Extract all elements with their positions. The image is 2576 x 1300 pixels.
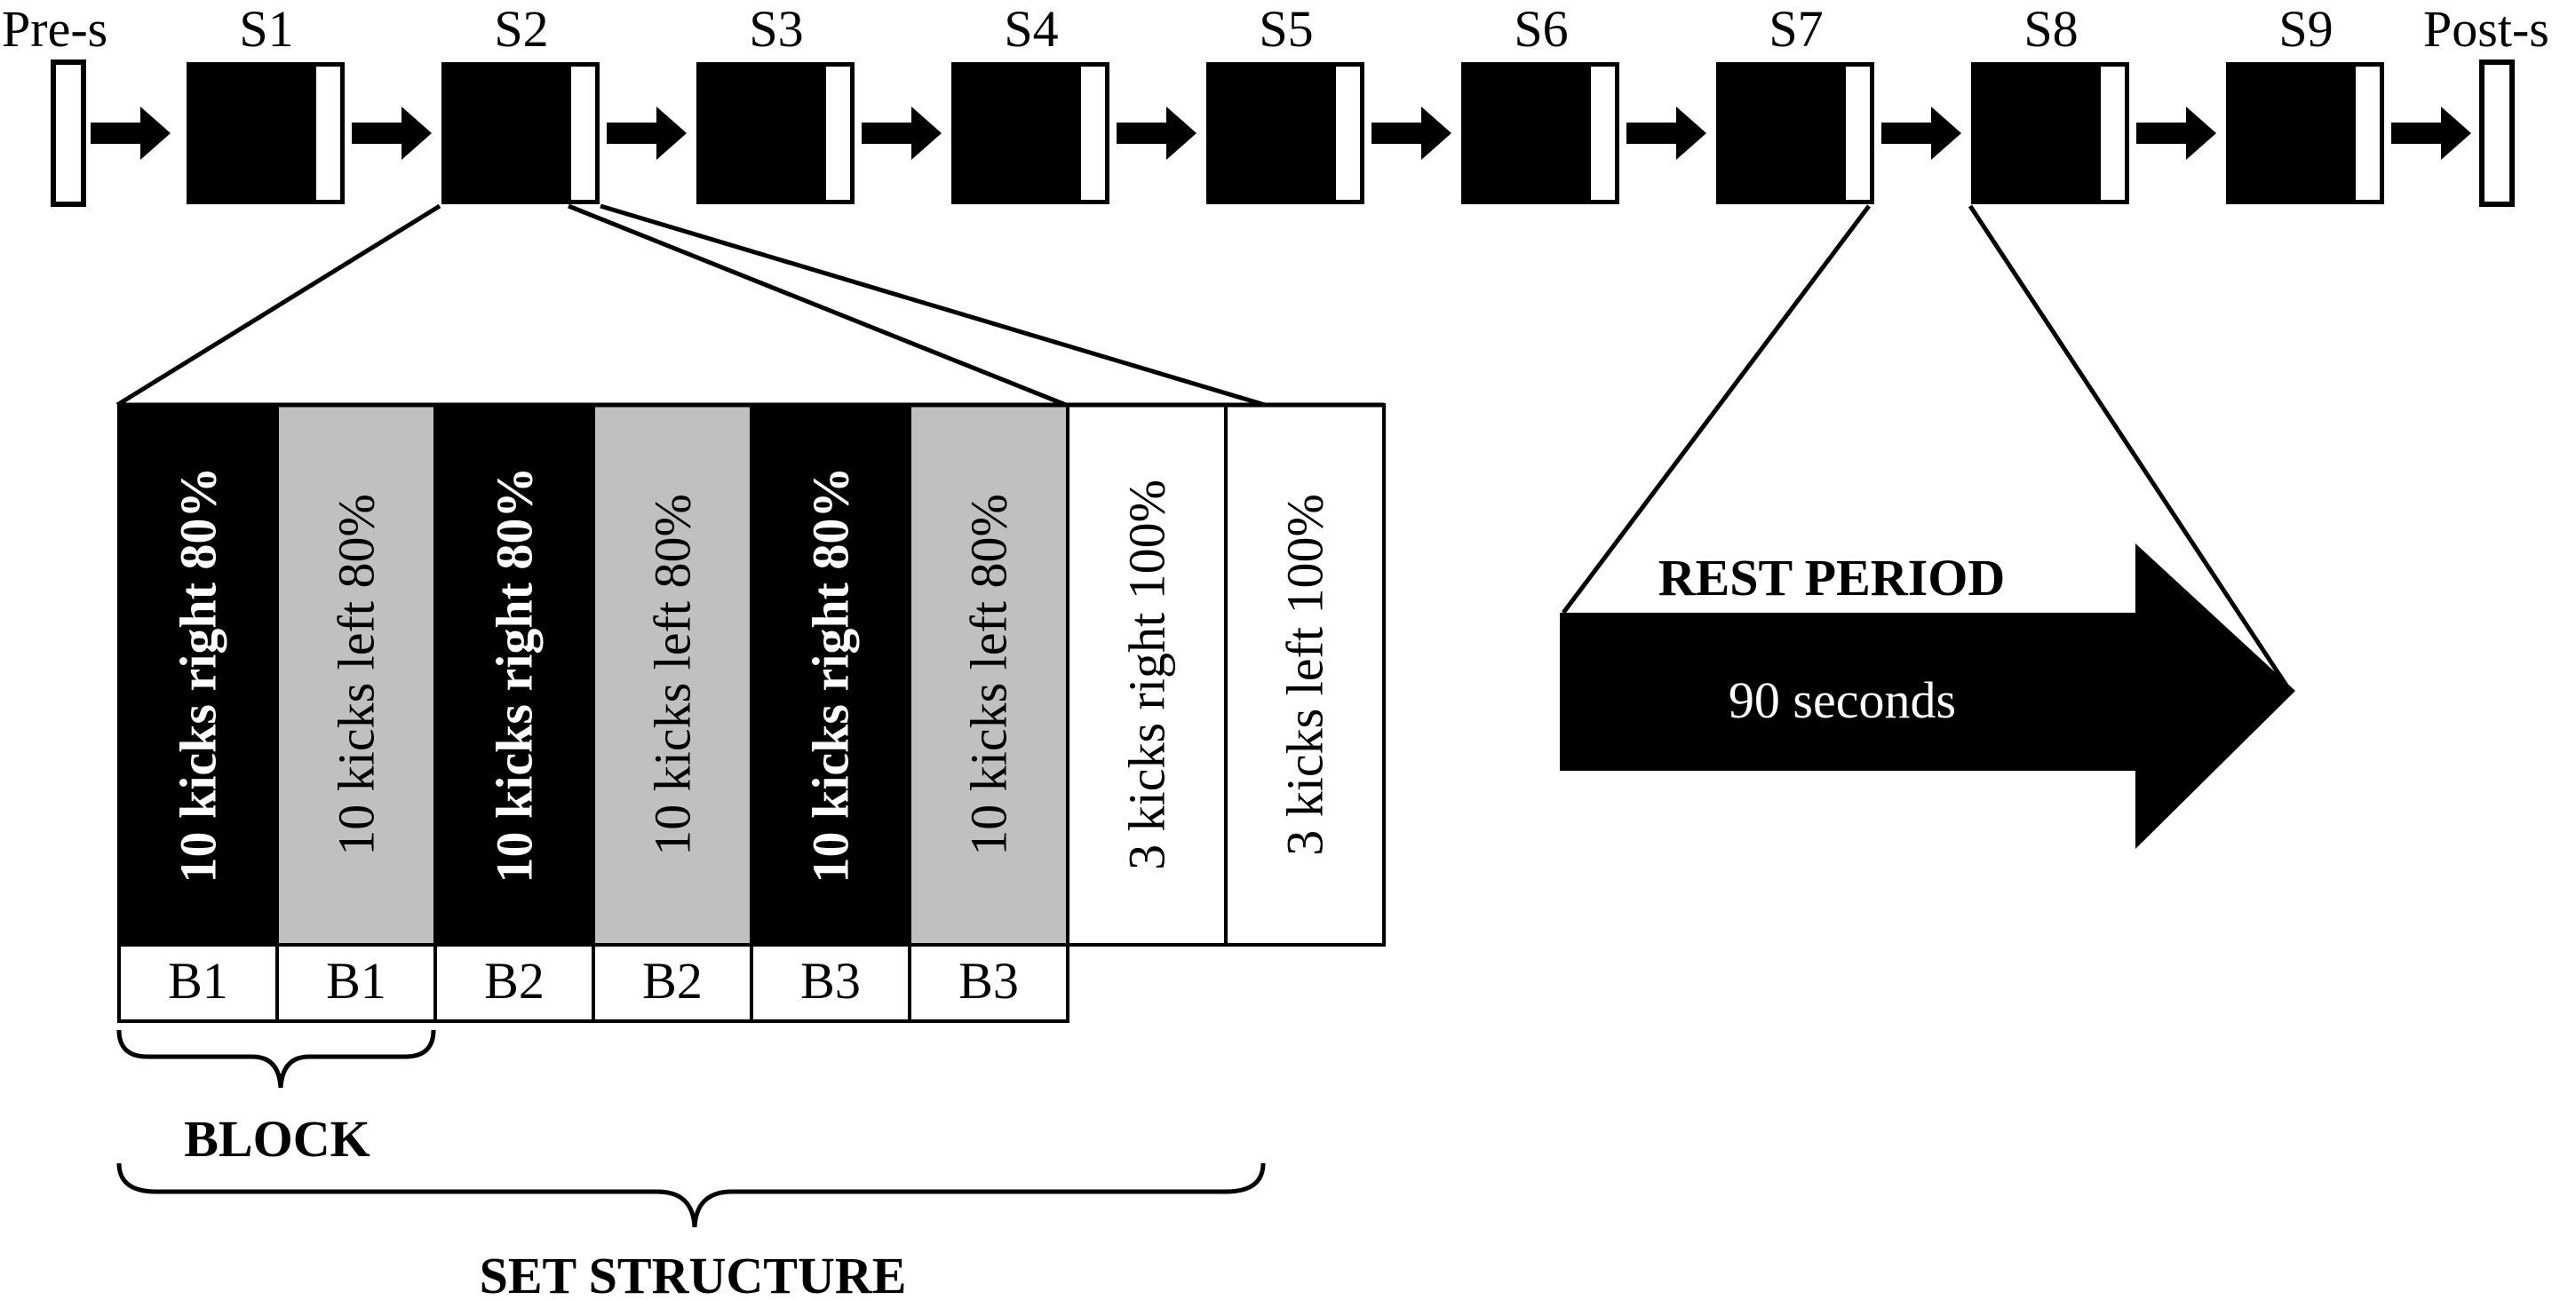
block-cell — [750, 943, 911, 1023]
column-text: 10 kicks left 80% — [960, 494, 1018, 856]
set-column: 10 kicks left 80% B1 — [275, 403, 437, 1023]
block-brace — [116, 1029, 436, 1089]
set-structure-brace — [116, 1162, 1266, 1228]
block-cell — [592, 943, 753, 1023]
set-label: S4 — [1004, 0, 1058, 58]
sequence-arrow — [607, 107, 687, 160]
set-label: S7 — [1769, 0, 1823, 58]
set-box-s8: S8 — [1971, 0, 2129, 204]
set-column: 10 kicks right 80% B1 — [117, 403, 279, 1023]
set-column: 3 kicks left 100% — [1224, 403, 1386, 947]
block-tag: B2 — [642, 952, 703, 1010]
column-text: 10 kicks left 80% — [328, 494, 386, 856]
rest-period-arrow — [1560, 543, 2295, 849]
set-box-s6: S6 — [1461, 0, 1619, 204]
zoom-line-right — [600, 203, 1266, 408]
set-column: 10 kicks right 80% B2 — [433, 403, 595, 1023]
set-box-stripe — [2101, 67, 2125, 200]
set-box-s4: S4 — [951, 0, 1109, 204]
column-cell — [1066, 403, 1228, 947]
block-cell — [908, 943, 1069, 1023]
set-label: S3 — [749, 0, 803, 58]
block-tag: B3 — [958, 952, 1019, 1010]
set-box-stripe — [1846, 67, 1870, 200]
set-column: 10 kicks left 80% B2 — [592, 403, 753, 1023]
block-cell — [433, 943, 595, 1023]
set-column: 3 kicks right 100% — [1066, 403, 1228, 947]
set-box-stripe — [1336, 67, 1360, 200]
column-text: 3 kicks right 100% — [1118, 480, 1176, 870]
zoom-line-left — [115, 203, 441, 408]
set-box-stripe — [1591, 67, 1615, 200]
set-label: S2 — [494, 0, 548, 58]
set-structure-label: SET STRUCTURE — [480, 1247, 907, 1300]
column-text: 3 kicks left 100% — [1276, 494, 1334, 856]
column-text: 10 kicks right 80% — [802, 467, 860, 884]
block-label: BLOCK — [184, 1110, 370, 1168]
set-box-s9: S9 — [2226, 0, 2384, 204]
post-session-label: Post-s — [2423, 0, 2549, 58]
rest-zoom-lines — [1562, 204, 2293, 693]
set-box-s3: S3 — [696, 0, 855, 204]
set-box-s2: S2 — [441, 0, 600, 204]
sequence-arrow — [2391, 107, 2471, 160]
block-tag: B1 — [326, 952, 386, 1010]
pre-session-bar — [51, 59, 86, 207]
rest-period-duration: 90 seconds — [1729, 671, 1956, 729]
arrows-group — [91, 107, 2471, 160]
column-cell — [750, 403, 911, 947]
sequence-arrow — [1117, 107, 1197, 160]
set-box-stripe — [1081, 67, 1105, 200]
braces — [116, 1029, 1266, 1228]
set-box-stripe — [826, 67, 850, 200]
post-session-bar — [2479, 59, 2515, 207]
sequence-arrow — [1881, 107, 1961, 160]
rest-line-left — [1562, 204, 1871, 614]
column-cell — [1224, 403, 1386, 947]
session-sequence: Pre-s S1 S2 S3 S4 S5 S6 S7 S8 S9 Post-s — [2, 0, 2549, 207]
set-column: 10 kicks right 80% B3 — [750, 403, 911, 1023]
sequence-arrow — [1371, 107, 1451, 160]
column-text: 10 kicks left 80% — [644, 494, 702, 856]
column-text: 10 kicks right 80% — [486, 467, 544, 884]
sequence-arrow — [2136, 107, 2216, 160]
set-column: 10 kicks left 80% B3 — [908, 403, 1069, 1023]
block-tag: B1 — [168, 952, 228, 1010]
block-tag: B2 — [484, 952, 545, 1010]
zoom-line-mid — [568, 203, 1067, 408]
set-box-stripe — [316, 67, 340, 200]
rest-period-title: REST PERIOD — [1658, 549, 2006, 606]
pre-session-label: Pre-s — [2, 0, 107, 58]
set-label: S5 — [1259, 0, 1313, 58]
set-box-stripe — [571, 67, 595, 200]
sequence-arrow — [91, 107, 171, 160]
set-box-stripe — [2356, 67, 2380, 200]
s2-zoom-lines — [115, 203, 1266, 408]
rest-line-right — [1968, 204, 2293, 693]
sequence-arrow — [352, 107, 432, 160]
set-box-s7: S7 — [1716, 0, 1874, 204]
column-cell — [275, 403, 437, 947]
set-label: S9 — [2278, 0, 2333, 58]
sequence-arrow — [1626, 107, 1706, 160]
set-label: S8 — [2023, 0, 2078, 58]
block-tag: B3 — [800, 952, 861, 1010]
column-text: 10 kicks right 80% — [170, 467, 227, 884]
column-cell — [592, 403, 753, 947]
sets-group: S1 S2 S3 S4 S5 S6 S7 S8 S9 — [187, 0, 2384, 204]
set-label: S1 — [239, 0, 293, 58]
set-label: S6 — [1514, 0, 1568, 58]
column-cell — [433, 403, 595, 947]
set-box-s1: S1 — [187, 0, 345, 204]
sequence-arrow — [862, 107, 942, 160]
set-box-s5: S5 — [1206, 0, 1364, 204]
